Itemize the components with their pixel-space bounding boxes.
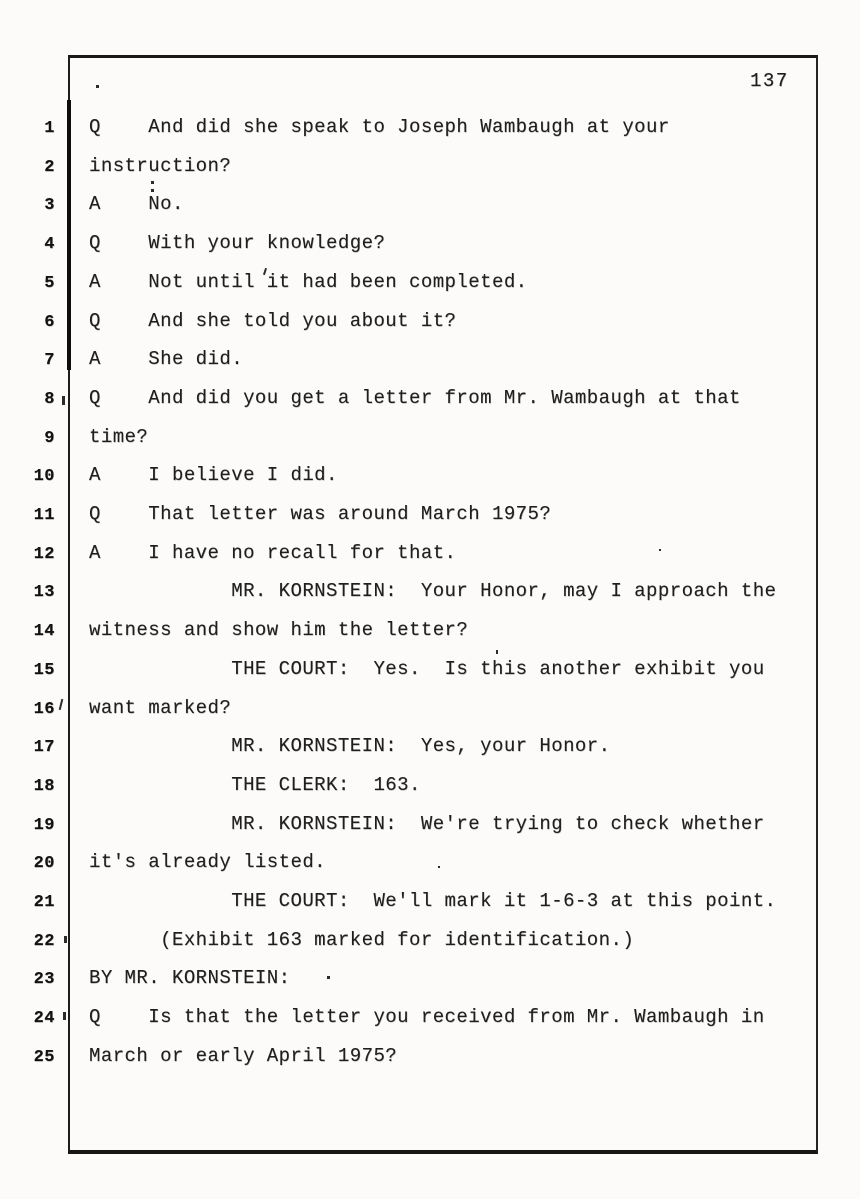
line-number: 24	[33, 1009, 55, 1029]
line-text: BY MR. KORNSTEIN:	[89, 967, 291, 990]
line-number: 17	[33, 738, 55, 758]
line-number: 23	[33, 970, 55, 990]
line-number: 8	[44, 389, 55, 409]
line-text: MR. KORNSTEIN: We're trying to check whe…	[89, 812, 765, 835]
scan-speck	[327, 976, 330, 979]
line-text: THE COURT: Yes. Is this another exhibit …	[89, 657, 765, 680]
line-text: it's already listed.	[89, 851, 327, 874]
line-number: 18	[33, 776, 55, 796]
line-text: time?	[89, 425, 149, 448]
transcript-line: 18 THE CLERK: 163.	[0, 766, 860, 805]
line-number: 12	[33, 544, 55, 564]
transcript-line: 1 Q And did she speak to Joseph Wambaugh …	[0, 108, 860, 147]
line-text: A I have no recall for that.	[89, 541, 457, 564]
transcript-line: 24 Q Is that the letter you received from…	[0, 998, 860, 1037]
line-number: 6	[44, 312, 55, 332]
line-text: want marked?	[89, 696, 232, 719]
transcript-line: 8 Q And did you get a letter from Mr. Wam…	[0, 379, 860, 418]
transcript-line: 10 A I believe I did.	[0, 456, 860, 495]
transcript-line: 16 want marked?	[0, 689, 860, 728]
line-text: THE COURT: We'll mark it 1-6-3 at this p…	[89, 890, 777, 912]
transcript-line: 25 March or early April 1975?	[0, 1037, 860, 1076]
transcript-line: 21 THE COURT: We'll mark it 1-6-3 at thi…	[0, 882, 860, 921]
transcript-line: 19 MR. KORNSTEIN: We're trying to check …	[0, 805, 860, 844]
line-text: witness and show him the letter?	[89, 619, 469, 642]
line-number: 3	[44, 196, 55, 216]
transcript-line: 7 A She did.	[0, 340, 860, 379]
page-border-heavy-segment	[67, 100, 71, 370]
line-number: 14	[33, 622, 55, 642]
transcript-line: 11 Q That letter was around March 1975?	[0, 495, 860, 534]
transcript-line: 15 THE COURT: Yes. Is this another exhib…	[0, 650, 860, 689]
line-number: 25	[33, 1047, 55, 1067]
line-text: A No.	[89, 193, 184, 216]
line-number: 4	[44, 235, 55, 255]
line-number: 19	[33, 815, 55, 835]
transcript-line: 23 BY MR. KORNSTEIN:	[0, 959, 860, 998]
line-number: 11	[33, 506, 55, 525]
line-text: instruction?	[89, 154, 232, 177]
scan-speck	[62, 396, 65, 405]
page-number: 137	[750, 70, 789, 92]
scan-speck	[64, 936, 67, 943]
line-number: 16	[33, 699, 55, 719]
transcript-line: 13 MR. KORNSTEIN: Your Honor, may I appr…	[0, 572, 860, 611]
line-text: A Not until it had been completed.	[89, 270, 528, 293]
transcript-line: 14 witness and show him the letter?	[0, 611, 860, 650]
transcript-line: 6 Q And she told you about it?	[0, 302, 860, 341]
transcript-line: 12 A I have no recall for that.	[0, 534, 860, 573]
line-text: A She did.	[89, 348, 244, 371]
scan-speck	[659, 549, 661, 551]
transcript-line: 2 instruction?	[0, 147, 860, 186]
transcript-line: 22 (Exhibit 163 marked for identificatio…	[0, 921, 860, 960]
line-number: 22	[33, 931, 55, 951]
line-text: MR. KORNSTEIN: Yes, your Honor.	[89, 735, 611, 758]
line-text: (Exhibit 163 marked for identification.)	[89, 928, 635, 951]
page-border-frame	[68, 55, 818, 1154]
line-number: 20	[33, 854, 55, 874]
line-text: A I believe I did.	[89, 464, 338, 487]
line-number: 21	[33, 893, 55, 912]
scan-speck	[438, 866, 440, 868]
transcript-line: 17 MR. KORNSTEIN: Yes, your Honor.	[0, 727, 860, 766]
line-text: Q And she told you about it?	[89, 309, 457, 332]
scan-speck	[63, 1012, 66, 1020]
line-text: Q That letter was around March 1975?	[89, 503, 552, 525]
line-text: Q Is that the letter you received from M…	[89, 1006, 765, 1029]
line-number: 7	[44, 351, 55, 371]
line-text: Q And did she speak to Joseph Wambaugh a…	[89, 116, 670, 138]
line-number: 10	[33, 467, 55, 487]
line-number: 1	[44, 119, 55, 138]
line-text: THE CLERK: 163.	[89, 773, 421, 796]
line-text: March or early April 1975?	[89, 1044, 398, 1067]
scan-speck	[496, 650, 498, 654]
line-number: 13	[33, 583, 55, 603]
transcript-line: 4 Q With your knowledge?	[0, 224, 860, 263]
line-text: Q And did you get a letter from Mr. Wamb…	[89, 386, 741, 409]
line-number: 2	[44, 157, 55, 177]
scan-speck	[96, 85, 99, 88]
line-number: 15	[33, 660, 55, 680]
transcript-line: 3 A No.	[0, 185, 860, 224]
transcript-line: 20 it's already listed.	[0, 843, 860, 882]
line-text: MR. KORNSTEIN: Your Honor, may I approac…	[89, 580, 777, 603]
scan-speck	[151, 181, 154, 184]
transcript-line: 9 time?	[0, 418, 860, 457]
line-number: 9	[44, 428, 55, 448]
transcript-line: 5 A Not until it had been completed.	[0, 263, 860, 302]
line-number: 5	[44, 273, 55, 293]
line-text: Q With your knowledge?	[89, 232, 386, 255]
